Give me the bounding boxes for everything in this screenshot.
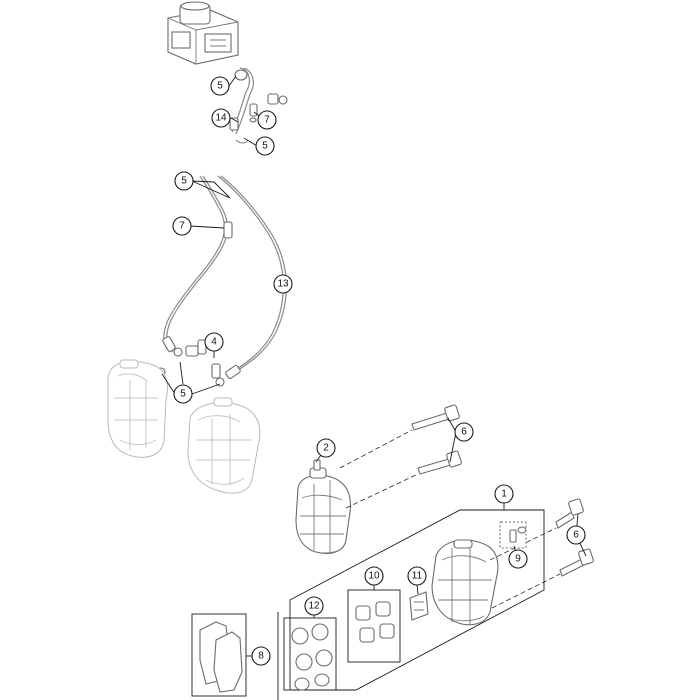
callout-top-14: 14 bbox=[211, 108, 231, 128]
svg-text:5: 5 bbox=[180, 389, 186, 400]
svg-text:6: 6 bbox=[573, 530, 579, 541]
callout-10: 10 bbox=[364, 566, 384, 586]
callout-6b: 6 bbox=[566, 525, 586, 545]
bleed-screw-9 bbox=[499, 521, 527, 549]
callout-4: 4 bbox=[204, 332, 224, 352]
bolts-6-lower bbox=[555, 498, 594, 577]
abs-unit bbox=[167, 1, 239, 65]
callout-8: 8 bbox=[251, 646, 271, 666]
callout-1: 1 bbox=[494, 484, 514, 504]
callout-13: 13 bbox=[273, 274, 293, 294]
svg-text:14: 14 bbox=[215, 113, 227, 124]
caliper-assembly-1 bbox=[431, 527, 561, 626]
ghost-caliper-right bbox=[187, 397, 261, 494]
callout-hose-7: 7 bbox=[172, 216, 192, 236]
ghost-caliper-left bbox=[107, 359, 168, 458]
callout-top-5: 5 bbox=[210, 76, 230, 96]
svg-text:2: 2 bbox=[323, 443, 329, 454]
svg-text:8: 8 bbox=[258, 651, 264, 662]
top-fittings bbox=[229, 67, 288, 144]
svg-text:11: 11 bbox=[412, 571, 423, 582]
svg-text:7: 7 bbox=[179, 221, 185, 232]
svg-text:10: 10 bbox=[368, 571, 380, 582]
svg-text:1: 1 bbox=[501, 489, 507, 500]
svg-text:9: 9 bbox=[515, 554, 521, 565]
seals-10 bbox=[347, 589, 401, 663]
brake-hoses bbox=[156, 175, 287, 387]
callout-9: 9 bbox=[508, 549, 528, 569]
caliper-2 bbox=[295, 459, 352, 555]
svg-text:13: 13 bbox=[277, 279, 289, 290]
svg-text:5: 5 bbox=[262, 141, 268, 152]
callout-2: 2 bbox=[316, 438, 336, 458]
callout-6a: 6 bbox=[454, 422, 474, 442]
callout-top-7: 7 bbox=[257, 110, 277, 130]
callout-12: 12 bbox=[304, 596, 324, 616]
pistons-12 bbox=[283, 617, 337, 691]
callout-11: 11 bbox=[407, 566, 427, 586]
leader-11 bbox=[416, 584, 419, 595]
svg-text:5: 5 bbox=[217, 81, 223, 92]
callout-top-5b: 5 bbox=[255, 136, 275, 156]
callout-hose-5: 5 bbox=[174, 171, 194, 191]
callout-mid-5: 5 bbox=[173, 384, 193, 404]
pad-spring-11 bbox=[409, 591, 429, 621]
svg-text:7: 7 bbox=[264, 115, 270, 126]
svg-text:4: 4 bbox=[211, 337, 217, 348]
bolts-6-upper bbox=[339, 404, 462, 509]
svg-text:6: 6 bbox=[461, 427, 467, 438]
svg-text:5: 5 bbox=[181, 176, 187, 187]
svg-text:12: 12 bbox=[308, 601, 320, 612]
brake-pads-8 bbox=[191, 613, 247, 697]
